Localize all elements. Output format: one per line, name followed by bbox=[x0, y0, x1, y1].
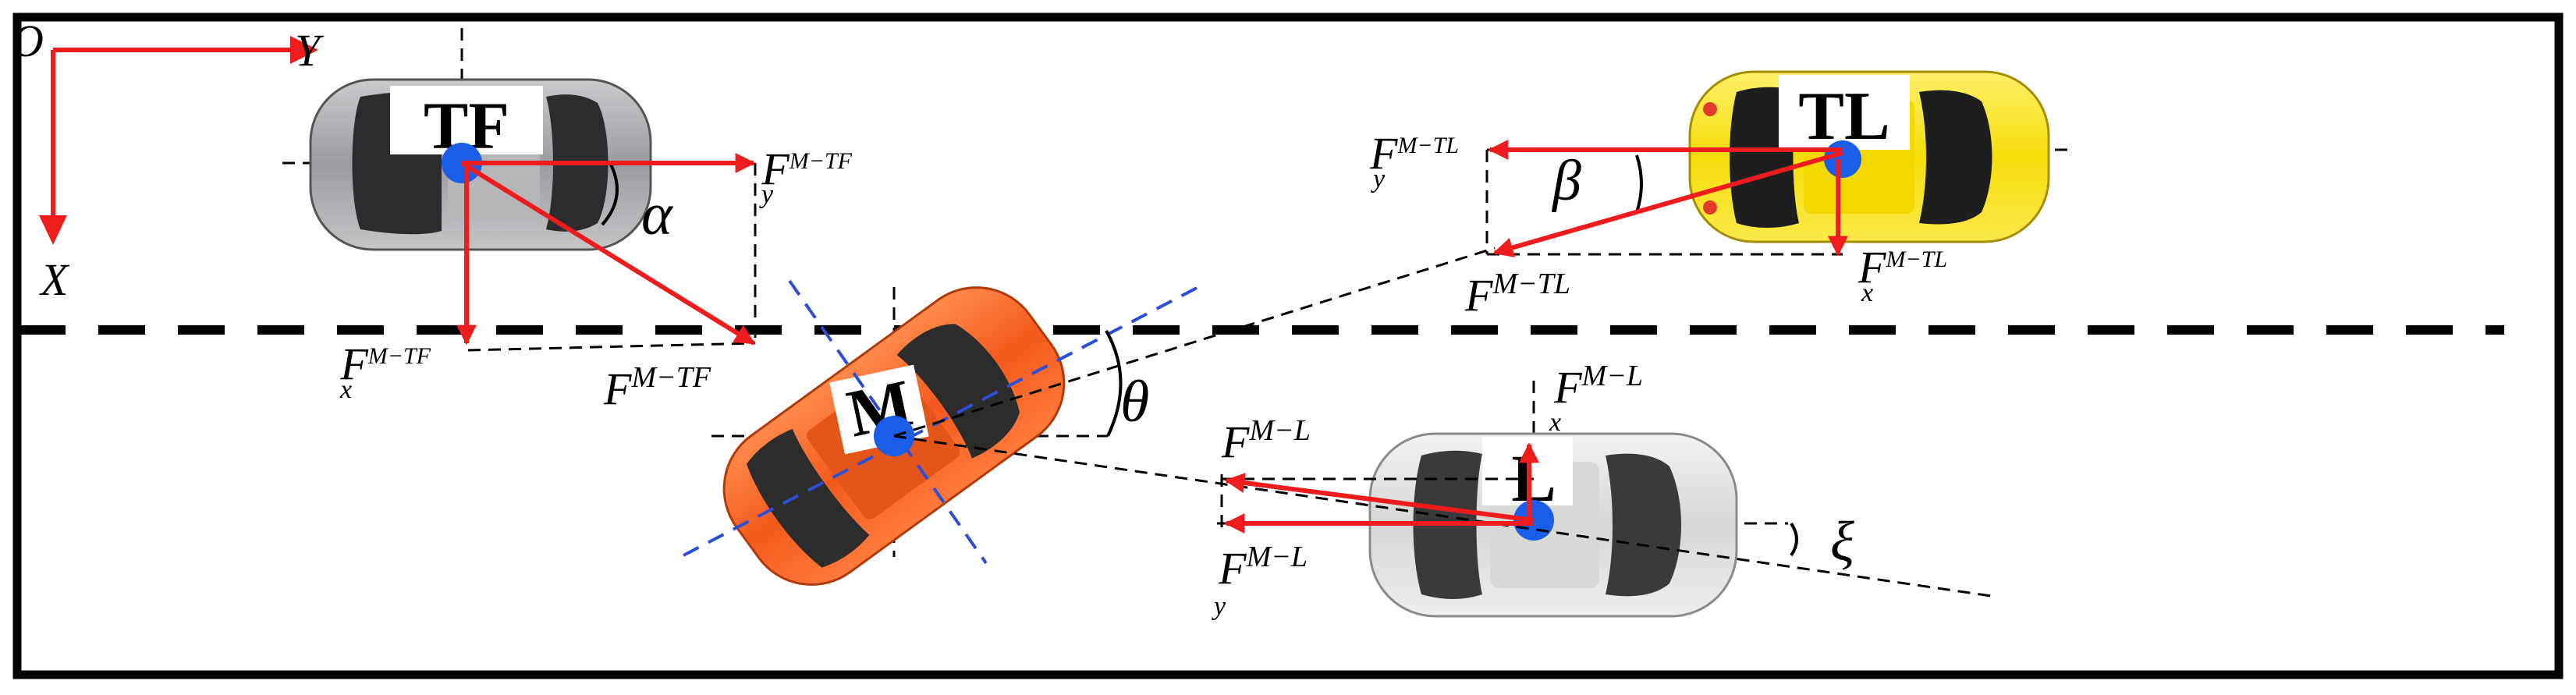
arrow-f-tl bbox=[1492, 151, 1843, 258]
origin-label: O bbox=[11, 16, 44, 66]
label-f-l: FM−L bbox=[1221, 414, 1311, 467]
force-arrows-tf bbox=[456, 153, 756, 346]
xi-arc bbox=[1790, 522, 1798, 557]
road-border bbox=[12, 12, 2564, 679]
angle-theta-label: θ bbox=[1120, 369, 1149, 434]
label-f-tf: FM−TF bbox=[603, 361, 711, 414]
vehicle-m: M bbox=[683, 279, 1202, 586]
arrow-f-l bbox=[1224, 473, 1535, 523]
x-axis-label: X bbox=[39, 254, 70, 305]
angle-arcs bbox=[601, 154, 1798, 557]
force-arrows-l bbox=[1224, 442, 1539, 534]
beta-arc bbox=[1635, 154, 1643, 213]
angle-beta-label: β bbox=[1551, 149, 1581, 213]
force-arrows-tl bbox=[1488, 140, 1848, 258]
coordinate-axes: O Y X bbox=[11, 16, 325, 305]
car-tl-icon: TL bbox=[1688, 70, 2050, 243]
y-axis-label: Y bbox=[295, 25, 325, 76]
vehicle-tl: TL bbox=[1487, 70, 2075, 243]
alpha-arc bbox=[601, 162, 619, 226]
theta-arc bbox=[1105, 330, 1123, 437]
tl-center-dot bbox=[1824, 140, 1861, 178]
angle-alpha-label: α bbox=[641, 182, 674, 247]
angle-xi-label: ξ bbox=[1830, 510, 1854, 573]
label-f-tl: FM−TL bbox=[1464, 268, 1570, 321]
arrow-f-tf bbox=[460, 161, 756, 346]
construction-lines bbox=[467, 150, 1992, 597]
